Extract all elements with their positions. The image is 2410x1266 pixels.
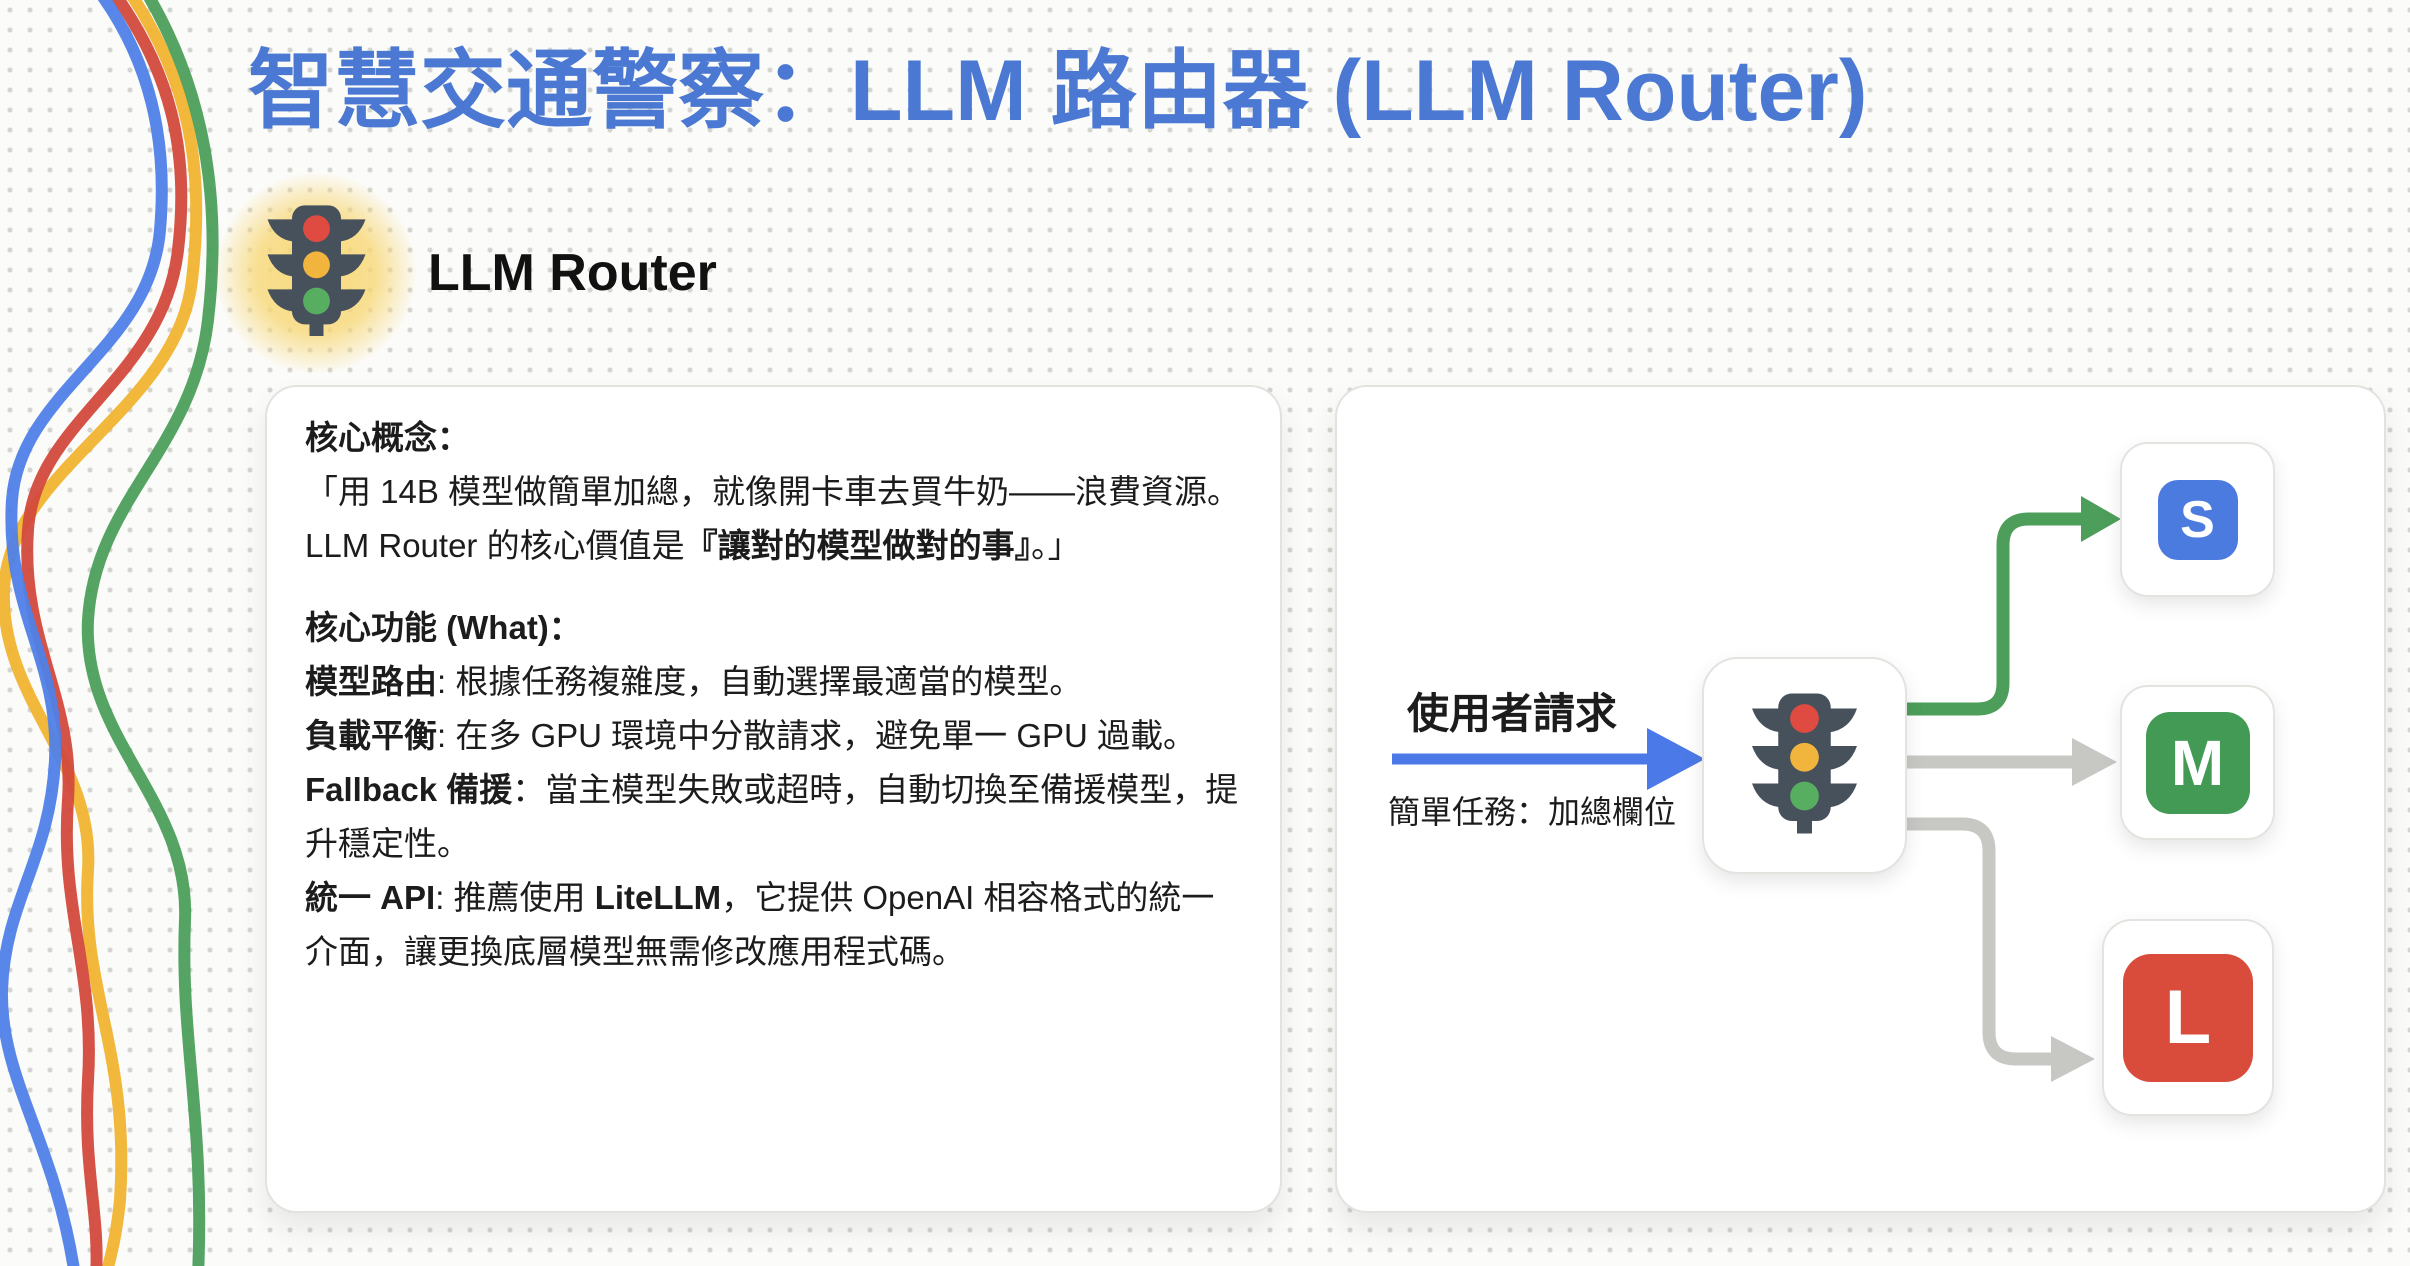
wave-blue-line	[0, 0, 168, 1266]
request-label: 使用者請求	[1406, 690, 1617, 737]
route-to-m-head	[2072, 738, 2117, 786]
route-to-s-line	[1907, 512, 2081, 716]
red-light	[303, 215, 330, 243]
green-light	[1790, 781, 1819, 810]
model-badge-large: L	[2123, 953, 2253, 1082]
concept-quote-end: 。」	[1031, 527, 1081, 564]
concept-quote: 「用 14B 模型做簡單加總，就像開卡車去買牛奶——浪費資源。LLM Route…	[305, 473, 1241, 564]
info-card: 核心概念： 「用 14B 模型做簡單加總，就像開卡車去買牛奶——浪費資源。LLM…	[265, 385, 1282, 1213]
functions-heading: 核心功能 (What)：	[305, 609, 582, 646]
feature-desc-unified-api: ，它提供 OpenAI 相容格式的統一介面，讓更換底層模型無需修改應用程式碼。	[305, 879, 1215, 970]
feature-desc-fallback: ：當主模型失敗或超時，自動切換至備援模型，提升穩定性。	[305, 771, 1239, 862]
page-title: 智慧交通警察：LLM 路由器 (LLM Router)	[248, 43, 1868, 139]
route-to-s-head	[2081, 496, 2121, 542]
feature-term-fallback: Fallback 備援	[305, 771, 513, 808]
concept-paragraph: 核心概念： 「用 14B 模型做簡單加總，就像開卡車去買牛奶——浪費資源。LLM…	[305, 411, 1242, 573]
feature-desc-routing: : 根據任務複雜度，自動選擇最適當的模型。	[437, 663, 1083, 700]
flow-arrows	[1392, 496, 2121, 1082]
wave-green-line	[81, 0, 219, 1266]
traffic-light-icon	[267, 205, 366, 336]
green-light	[303, 287, 330, 315]
model-badge-medium: M	[2145, 711, 2250, 814]
yellow-light	[1790, 742, 1819, 772]
functions-paragraph: 核心功能 (What)： 模型路由: 根據任務複雜度，自動選擇最適當的模型。 負…	[305, 601, 1242, 979]
diagram-card: 使用者請求 簡單任務：加總欄位 S M	[1335, 385, 2386, 1213]
concept-quote-emphasis: 『讓對的模型做對的事』	[684, 527, 1032, 564]
model-node-small: S	[2120, 442, 2275, 597]
app-name: LLM Router	[428, 244, 717, 302]
router-traffic-light-icon	[1752, 693, 1857, 833]
model-badge-small: S	[2157, 479, 2238, 560]
decorative-waves	[0, 0, 219, 1266]
request-sublabel: 簡單任務：加總欄位	[1387, 794, 1676, 830]
router-node	[1702, 657, 1907, 874]
feature-term-routing: 模型路由	[305, 663, 437, 700]
request-arrow-head	[1647, 728, 1705, 790]
red-light	[1790, 703, 1819, 733]
feature-term-load-balancing: 負載平衡	[305, 717, 437, 754]
feature-desc-unified-api-pre: : 推薦使用	[435, 879, 595, 916]
yellow-light	[303, 251, 330, 279]
model-node-medium: M	[2120, 685, 2275, 840]
feature-desc-load-balancing: : 在多 GPU 環境中分散請求，避免單一 GPU 過載。	[437, 717, 1197, 754]
feature-term-unified-api: 統一 API	[305, 879, 436, 916]
concept-heading: 核心概念：	[305, 419, 470, 456]
route-to-l-line	[1907, 817, 2051, 1066]
feature-litellm: LiteLLM	[594, 879, 722, 916]
route-to-l-head	[2051, 1036, 2095, 1082]
wave-yellow-line	[0, 0, 203, 1266]
model-node-large: L	[2102, 919, 2274, 1116]
